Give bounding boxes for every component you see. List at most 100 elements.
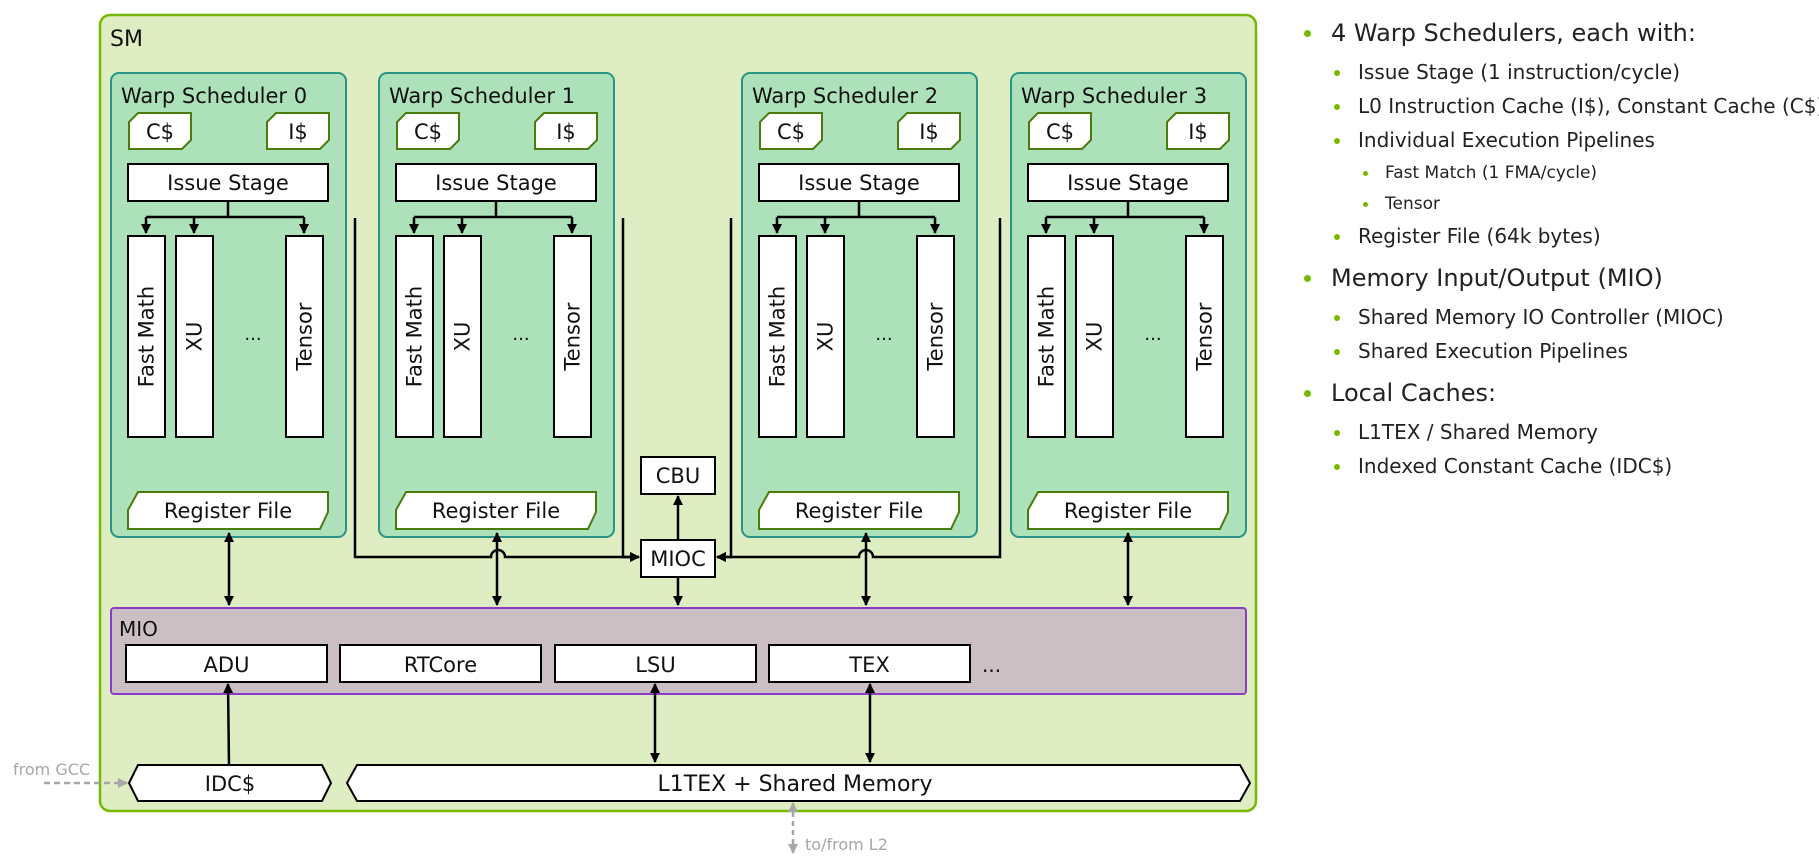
tensor-pipeline-box [916, 235, 955, 438]
pipeline-ellipsis: ... [1144, 324, 1161, 345]
bullet-item: Fast Match (1 FMA/cycle) [1300, 158, 1815, 189]
instruction-cache-box [534, 112, 598, 150]
tex-unit-label: TEX [848, 653, 889, 677]
fast-math-pipeline-box [395, 235, 434, 438]
tensor-pipeline-label: Tensor [293, 302, 317, 371]
warp-scheduler-title: Warp Scheduler 1 [389, 84, 575, 108]
bullet-item: L0 Instruction Cache (I$), Constant Cach… [1300, 90, 1819, 124]
bullet-item: Tensor [1300, 189, 1815, 220]
issue-stage-box [395, 163, 597, 202]
instruction-cache-label: I$ [919, 120, 939, 144]
bullet-item: L1TEX / Shared Memory [1300, 416, 1815, 450]
bullet-item: Memory Input/Output (MIO) [1300, 259, 1815, 301]
constant-cache-label: C$ [777, 120, 805, 144]
xu-pipeline-label: XU [183, 322, 207, 352]
register-file-label: Register File [164, 499, 292, 523]
instruction-cache-label: I$ [1188, 120, 1208, 144]
instruction-cache-label: I$ [556, 120, 576, 144]
idc-cache-box [127, 764, 333, 802]
bullet-item: Issue Stage (1 instruction/cycle) [1300, 56, 1815, 90]
rtcore-unit-box [339, 644, 542, 683]
feature-bullet-list: 4 Warp Schedulers, each with:Issue Stage… [1300, 14, 1819, 484]
instruction-cache-box [897, 112, 961, 150]
pipeline-ellipsis: ... [244, 324, 261, 345]
mio-label: MIO [119, 617, 158, 641]
issue-stage-label: Issue Stage [1067, 171, 1189, 195]
warp-scheduler-title: Warp Scheduler 2 [752, 84, 938, 108]
bullet-item: Indexed Constant Cache (IDC$) [1300, 450, 1815, 484]
tensor-pipeline-box [553, 235, 592, 438]
fast-math-pipeline-box [758, 235, 797, 438]
xu-pipeline-box [175, 235, 214, 438]
rtcore-unit-label: RTCore [404, 653, 477, 677]
tensor-pipeline-box [1185, 235, 1224, 438]
mio-ellipsis: ... [982, 653, 1001, 677]
bullet-item: Register File (64k bytes) [1300, 220, 1815, 254]
constant-cache-box [128, 112, 192, 150]
register-file-label: Register File [432, 499, 560, 523]
constant-cache-label: C$ [1046, 120, 1074, 144]
sm-label: SM [110, 27, 143, 52]
xu-pipeline-label: XU [1083, 322, 1107, 352]
tensor-pipeline-label: Tensor [1193, 302, 1217, 371]
from-gcc-label: from GCC [13, 760, 90, 779]
adu-unit-box [125, 644, 328, 683]
pipeline-ellipsis: ... [512, 324, 529, 345]
issue-stage-label: Issue Stage [435, 171, 557, 195]
xu-pipeline-box [443, 235, 482, 438]
register-file-box [1027, 491, 1229, 530]
bus-ws1-to-mioc [621, 218, 640, 562]
adu-unit-label: ADU [204, 653, 250, 677]
l1tex-shared-memory-label: L1TEX + Shared Memory [658, 772, 933, 797]
register-file-label: Register File [795, 499, 923, 523]
tensor-pipeline-box [285, 235, 324, 438]
bullet-item: Shared Memory IO Controller (MIOC) [1300, 301, 1815, 335]
l1tex-shared-memory-box [345, 764, 1252, 802]
bullet-item: Individual Execution Pipelines [1300, 124, 1815, 158]
adu-idc-arrow [223, 683, 234, 767]
instruction-cache-box [1166, 112, 1230, 150]
idc-cache-label: IDC$ [205, 772, 255, 796]
bullet-item: Shared Execution Pipelines [1300, 335, 1815, 369]
tensor-pipeline-label: Tensor [924, 302, 948, 371]
xu-pipeline-label: XU [451, 322, 475, 352]
constant-cache-box [1028, 112, 1092, 150]
bullet-item: Local Caches: [1300, 374, 1815, 416]
xu-pipeline-box [1075, 235, 1114, 438]
mioc-label: MIOC [650, 547, 706, 571]
tex-unit-box [768, 644, 971, 683]
register-file-box [127, 491, 329, 530]
xu-pipeline-label: XU [814, 322, 838, 352]
register-file-label: Register File [1064, 499, 1192, 523]
fast-math-pipeline-label: Fast Math [1035, 286, 1059, 387]
issue-stage-label: Issue Stage [167, 171, 289, 195]
fast-math-pipeline-box [127, 235, 166, 438]
lsu-unit-box [554, 644, 757, 683]
xu-pipeline-box [806, 235, 845, 438]
warp-scheduler-title: Warp Scheduler 3 [1021, 84, 1207, 108]
constant-cache-label: C$ [146, 120, 174, 144]
issue-stage-box [1027, 163, 1229, 202]
pipeline-ellipsis: ... [875, 324, 892, 345]
bullet-item: 4 Warp Schedulers, each with: [1300, 14, 1815, 56]
to-from-l2-label: to/from L2 [805, 835, 888, 854]
tensor-pipeline-label: Tensor [561, 302, 585, 371]
constant-cache-box [759, 112, 823, 150]
issue-stage-box [758, 163, 960, 202]
lsu-unit-label: LSU [635, 653, 675, 677]
issue-stage-box [127, 163, 329, 202]
constant-cache-label: C$ [414, 120, 442, 144]
fast-math-pipeline-label: Fast Math [135, 286, 159, 387]
cbu-box [640, 456, 716, 495]
fast-math-pipeline-label: Fast Math [403, 286, 427, 387]
warp-scheduler-title: Warp Scheduler 0 [121, 84, 307, 108]
fast-math-pipeline-box [1027, 235, 1066, 438]
instruction-cache-box [266, 112, 330, 150]
fast-math-pipeline-label: Fast Math [766, 286, 790, 387]
constant-cache-box [396, 112, 460, 150]
